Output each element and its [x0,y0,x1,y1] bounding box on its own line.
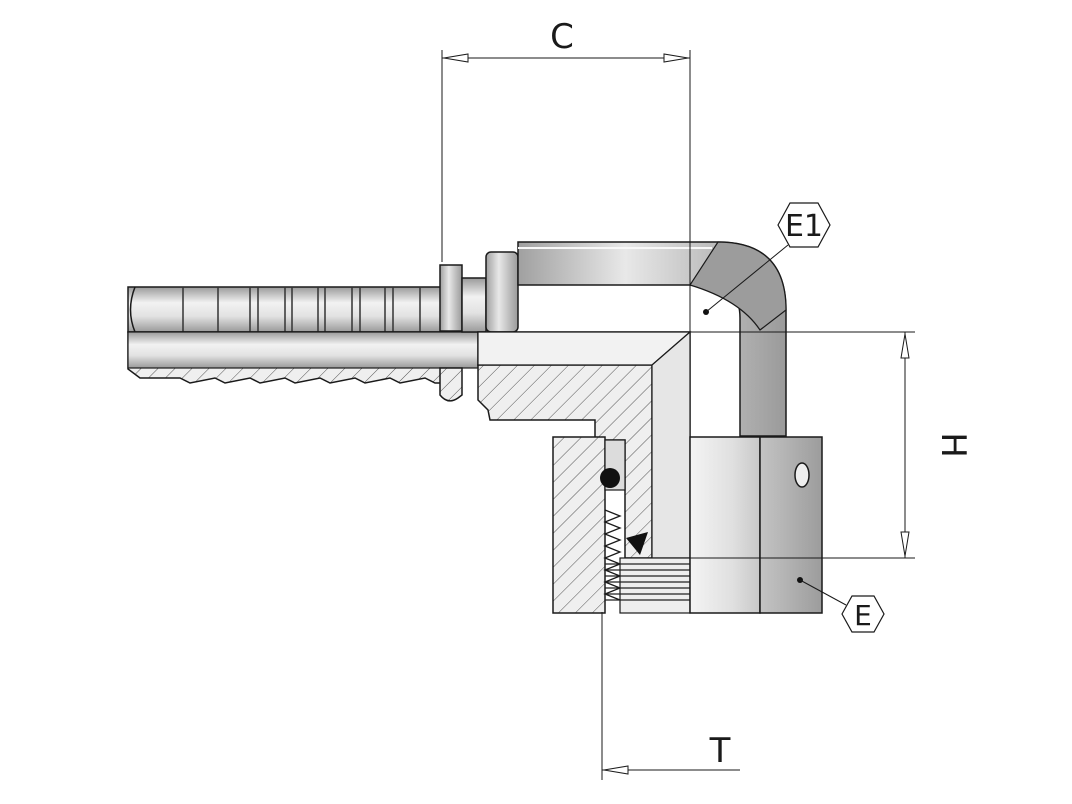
hose-tail-body [127,286,449,333]
nut-hex-front [689,436,761,614]
dimension-c [441,50,691,440]
nut-section-left [552,436,606,614]
hex-flange-upper [485,251,519,333]
internal-thread [603,509,622,601]
collar [439,251,519,402]
collar-lower [439,367,463,402]
callout-e-hexagon [841,595,885,633]
hose-tail-serrations [182,287,421,332]
collar-ring [439,264,463,332]
callout-e1-label: E1 [785,209,823,244]
callout-e [797,577,885,633]
dimension-c-label: C [550,17,574,57]
hose-tail-tip [129,286,136,333]
collar-neck [461,277,487,333]
dimension-h [690,331,915,559]
callout-e1-hexagon [777,202,831,248]
callout-e1 [703,202,831,315]
dimension-h-label: H [933,432,973,458]
nut-hex-side [759,436,823,614]
hose-tail-bore [127,331,479,369]
seal-wedge [626,532,648,555]
hose-tail [127,286,479,384]
nut-hole [794,462,810,488]
callout-e-label: E [854,599,872,632]
dimension-t [601,612,740,780]
dimension-t-label: T [709,731,731,771]
o-ring [600,468,620,488]
swivel-nut [552,436,823,614]
elbow-bore-vertical [651,330,691,559]
thread-bore [619,557,691,614]
